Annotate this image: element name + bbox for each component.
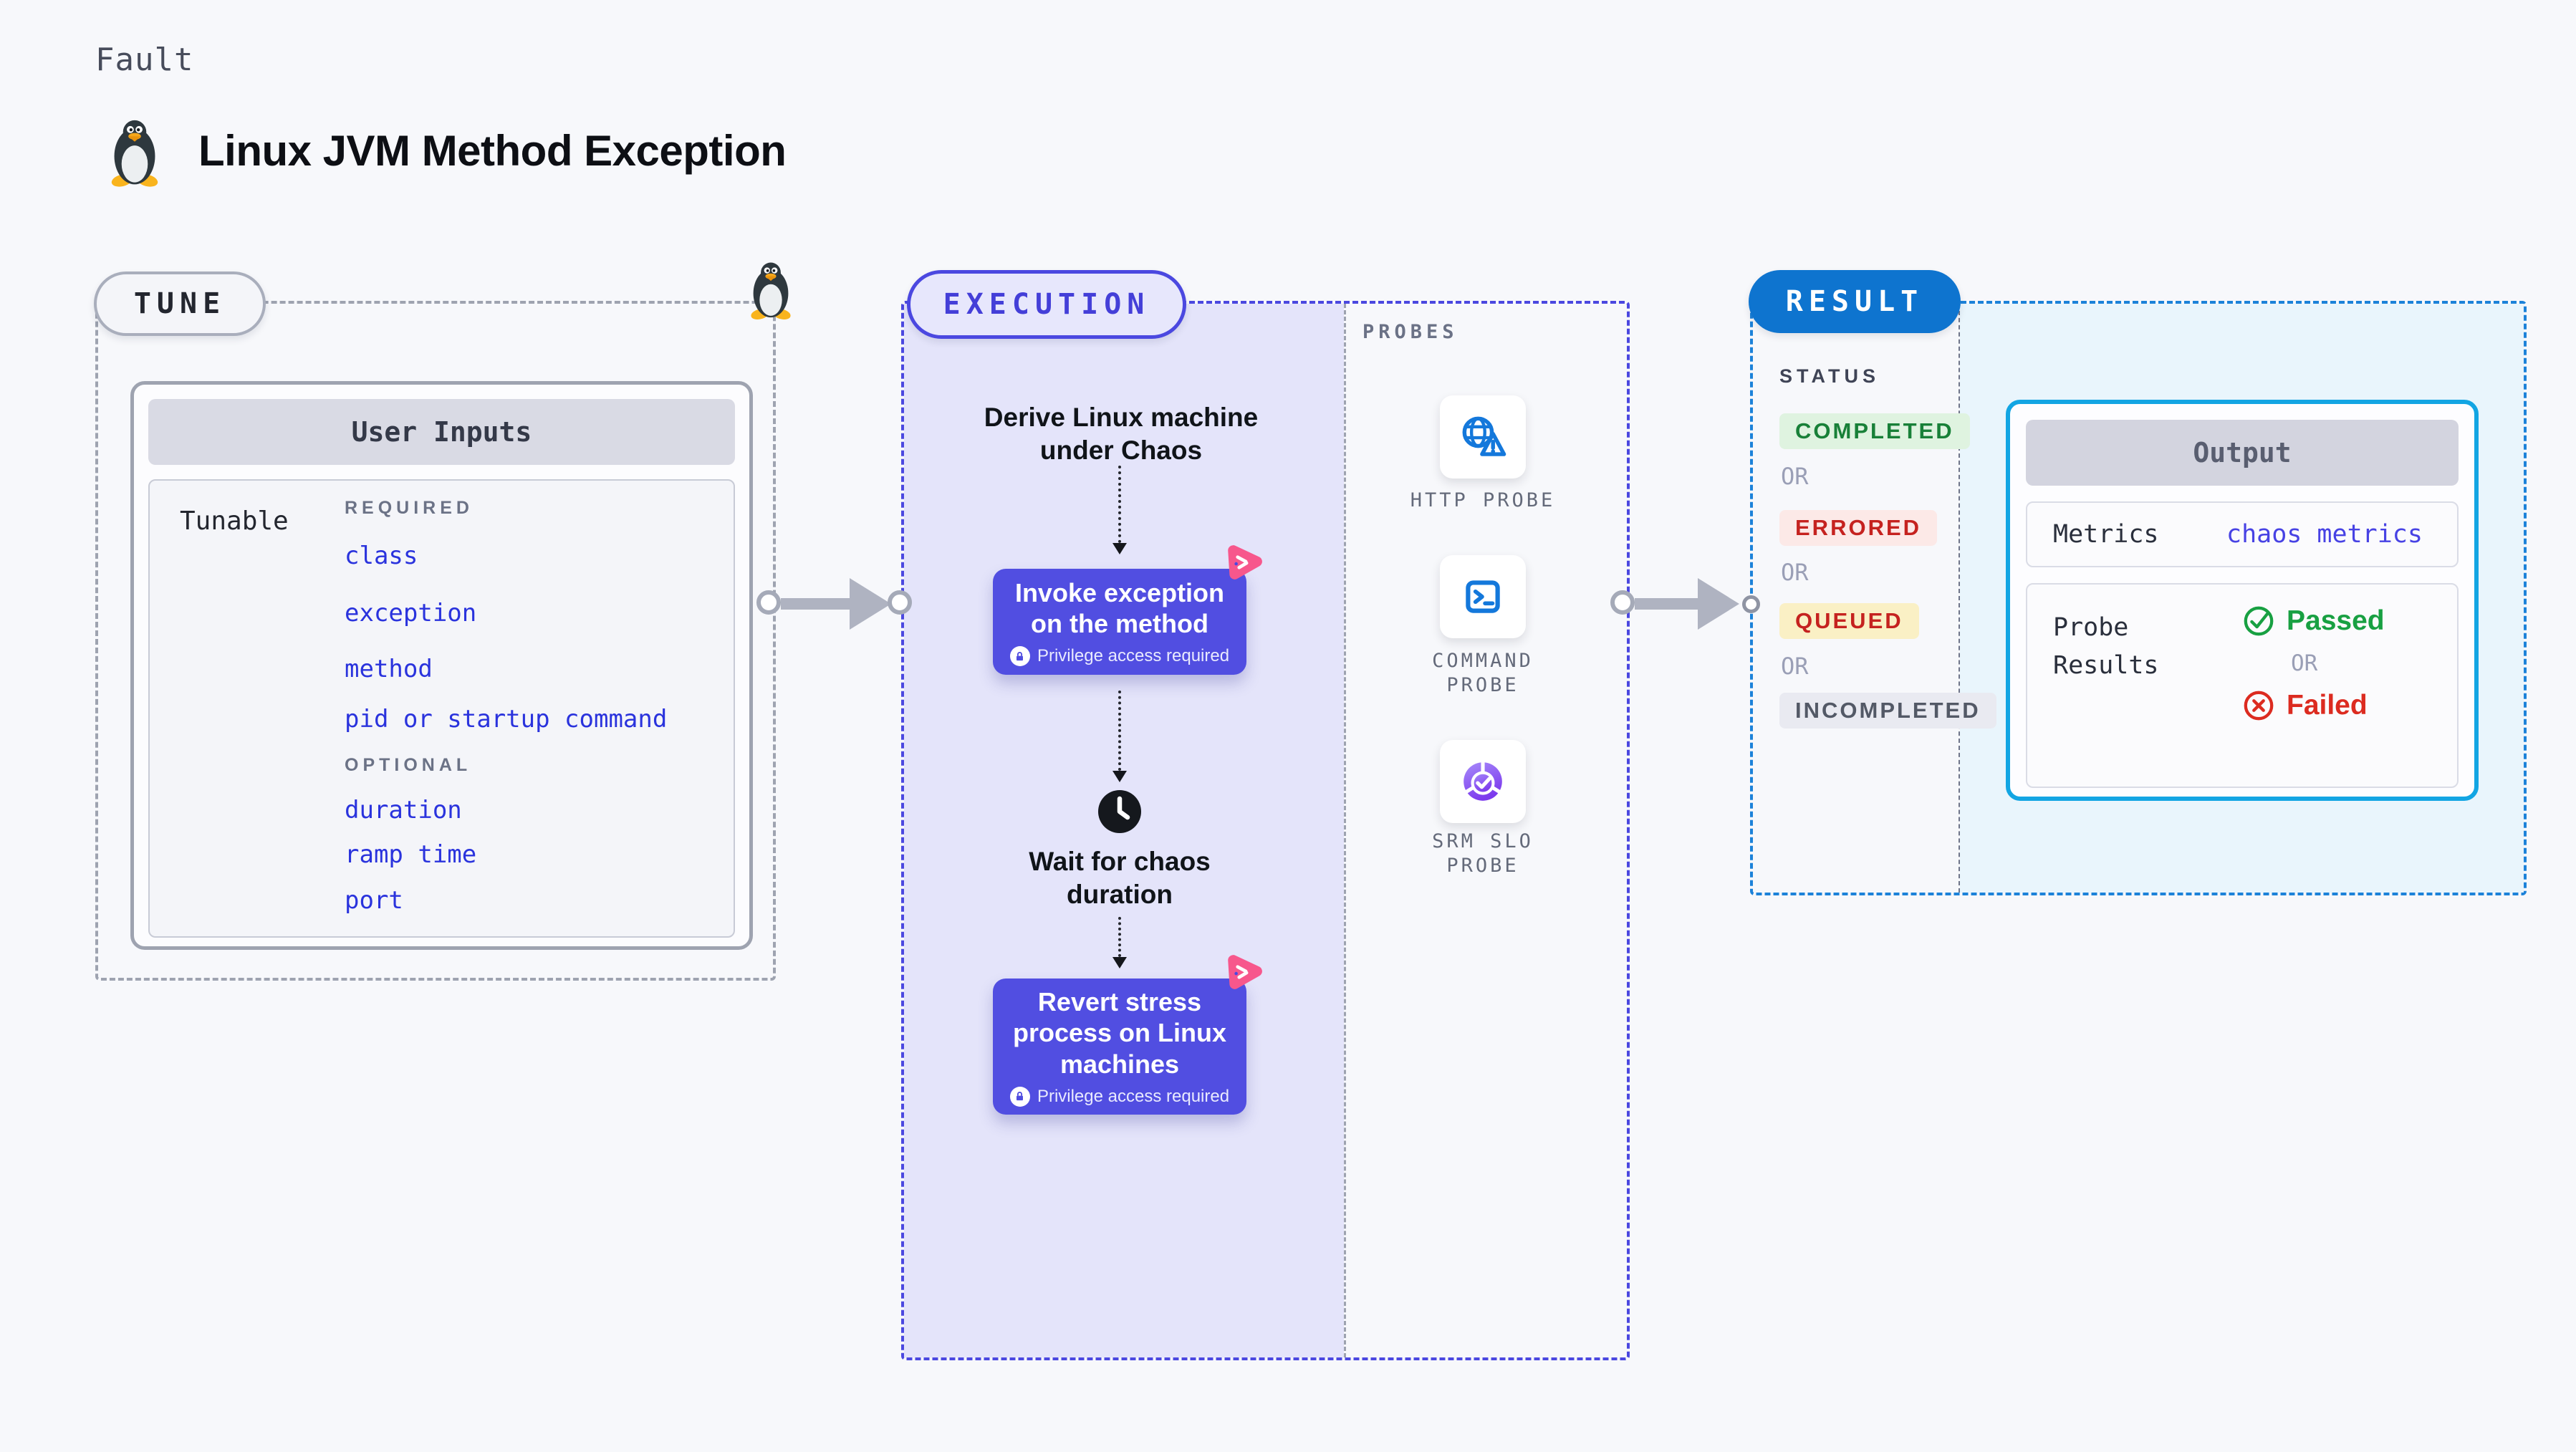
tune-pill: TUNE bbox=[94, 271, 266, 336]
tunable-ramp-time-link[interactable]: ramp time bbox=[345, 840, 477, 869]
user-inputs-title: User Inputs bbox=[148, 399, 735, 465]
tux-penguin-icon bbox=[749, 262, 792, 322]
failed-outcome: Failed bbox=[2242, 689, 2385, 722]
probe-results-row: Probe Results Passed OR Failed bbox=[2026, 583, 2459, 788]
privilege-note: Privilege access required bbox=[1037, 1086, 1230, 1106]
dotted-connector bbox=[1118, 691, 1121, 771]
srm-slo-probe-card[interactable] bbox=[1440, 740, 1526, 823]
chaos-icon bbox=[1222, 542, 1265, 583]
revert-stress-step[interactable]: Revert stress process on Linux machines … bbox=[993, 979, 1246, 1115]
arrowhead-right-icon bbox=[1698, 578, 1739, 630]
metrics-label: Metrics bbox=[2053, 520, 2159, 549]
probes-heading: PROBES bbox=[1363, 321, 1458, 343]
execution-pill: EXECUTION bbox=[907, 270, 1186, 339]
dotted-connector bbox=[1118, 466, 1121, 543]
metrics-row: Metrics chaos metrics bbox=[2026, 501, 2459, 567]
status-badge-completed: COMPLETED bbox=[1779, 413, 1970, 449]
tunable-exception-link[interactable]: exception bbox=[345, 599, 477, 628]
connector-dot bbox=[756, 590, 781, 615]
page-title: Linux JVM Method Exception bbox=[198, 127, 787, 175]
output-title: Output bbox=[2026, 420, 2459, 486]
arrow-tune-to-execution bbox=[781, 598, 852, 610]
or-separator: OR bbox=[1781, 653, 1809, 680]
status-badge-errored: ERRORED bbox=[1779, 510, 1938, 546]
invoke-step-label: Invoke exception on the method bbox=[1014, 577, 1225, 638]
tune-section-box bbox=[95, 301, 776, 981]
http-probe-label: HTTP PROBE bbox=[1410, 489, 1556, 511]
optional-header: OPTIONAL bbox=[345, 755, 472, 775]
clock-icon bbox=[1098, 790, 1141, 833]
check-circle-icon bbox=[2244, 606, 2274, 636]
x-circle-icon bbox=[2244, 691, 2274, 721]
globe-alert-icon bbox=[1462, 416, 1506, 456]
lock-icon bbox=[1009, 646, 1030, 667]
tunable-duration-link[interactable]: duration bbox=[345, 796, 462, 824]
probe-results-label: Probe Results bbox=[2053, 613, 2159, 680]
connector-dot bbox=[888, 590, 912, 615]
passed-outcome: Passed bbox=[2242, 605, 2385, 638]
failed-label: Failed bbox=[2287, 690, 2368, 721]
status-output-divider bbox=[1959, 304, 1960, 893]
or-separator: OR bbox=[1781, 559, 1809, 586]
tunable-class-link[interactable]: class bbox=[345, 542, 418, 570]
invoke-exception-step[interactable]: Invoke exception on the method Privilege… bbox=[993, 569, 1246, 675]
arrowhead-down-icon bbox=[1112, 957, 1127, 968]
tunable-port-link[interactable]: port bbox=[345, 886, 403, 915]
metrics-value-link[interactable]: chaos metrics bbox=[2226, 520, 2423, 549]
user-inputs-card: User Inputs Tunable REQUIRED class excep… bbox=[130, 381, 753, 950]
passed-label: Passed bbox=[2287, 605, 2385, 636]
connector-dot bbox=[1610, 590, 1635, 615]
dotted-connector bbox=[1118, 917, 1121, 957]
srm-slo-probe-label: SRM SLO PROBE bbox=[1432, 830, 1534, 877]
or-separator: OR bbox=[1781, 463, 1809, 490]
arrowhead-right-icon bbox=[850, 578, 891, 630]
arrow-execution-to-result bbox=[1635, 598, 1701, 610]
slo-pie-icon bbox=[1464, 761, 1502, 801]
fault-kicker: Fault bbox=[95, 42, 194, 78]
terminal-icon bbox=[1466, 580, 1500, 613]
arrowhead-down-icon bbox=[1112, 543, 1127, 554]
tux-penguin-icon bbox=[110, 120, 160, 189]
tunable-method-link[interactable]: method bbox=[345, 655, 433, 683]
status-badge-queued: QUEUED bbox=[1779, 603, 1919, 639]
status-badge-incompleted: INCOMPLETED bbox=[1779, 693, 1996, 729]
command-probe-card[interactable] bbox=[1440, 555, 1526, 638]
lock-icon bbox=[1009, 1086, 1030, 1107]
output-card: Output Metrics chaos metrics Probe Resul… bbox=[2006, 400, 2479, 801]
or-separator: OR bbox=[2291, 650, 2318, 676]
privilege-note: Privilege access required bbox=[1037, 646, 1230, 666]
derive-step-label: Derive Linux machine under Chaos bbox=[984, 403, 1259, 466]
http-probe-card[interactable] bbox=[1440, 395, 1526, 479]
wait-step-label: Wait for chaos duration bbox=[1029, 847, 1211, 910]
result-pill: RESULT bbox=[1749, 270, 1961, 333]
tunable-row-label: Tunable bbox=[180, 506, 289, 536]
arrowhead-down-icon bbox=[1112, 771, 1127, 782]
required-header: REQUIRED bbox=[345, 498, 474, 518]
revert-step-label: Revert stress process on Linux machines bbox=[1012, 987, 1227, 1079]
tunable-pid-link[interactable]: pid or startup command bbox=[345, 705, 668, 734]
command-probe-label: COMMAND PROBE bbox=[1432, 650, 1534, 696]
connector-dot bbox=[1742, 595, 1760, 613]
tunable-table: Tunable REQUIRED class exception method … bbox=[148, 479, 735, 938]
status-heading: STATUS bbox=[1779, 365, 1880, 387]
execution-probes-divider bbox=[1344, 304, 1346, 1357]
chaos-icon bbox=[1222, 951, 1265, 993]
